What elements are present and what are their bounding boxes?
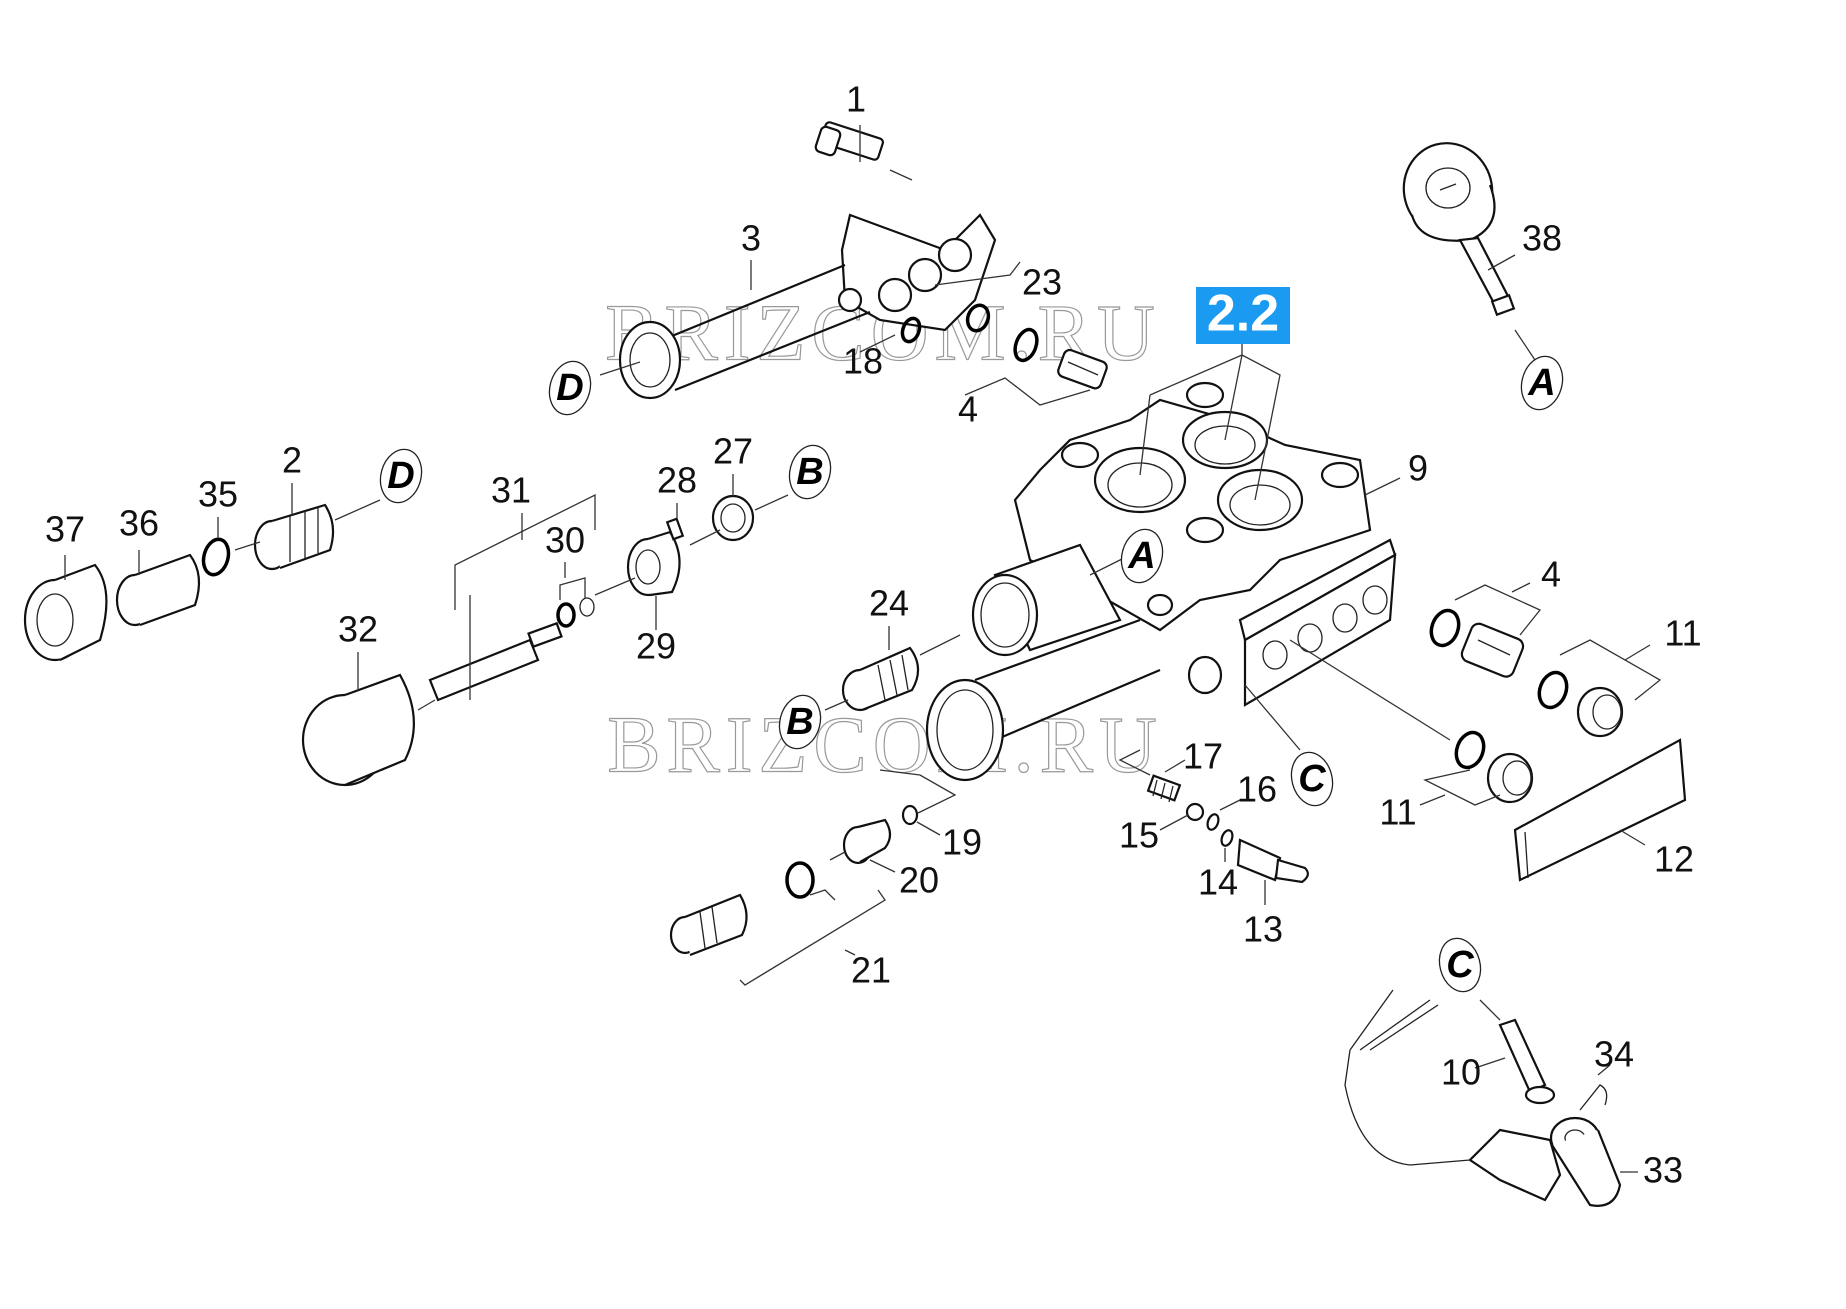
part-15-ball[interactable]	[1185, 802, 1205, 822]
part-3-manifold[interactable]	[618, 213, 997, 400]
ref-marker-c-pump: C	[1290, 751, 1334, 807]
label-part-16: 16	[1237, 769, 1277, 810]
label-part-27: 27	[713, 431, 753, 472]
part-1-bolt[interactable]	[814, 121, 884, 161]
part-36-hose-adapter[interactable]	[115, 553, 201, 627]
label-part-15: 15	[1119, 815, 1159, 856]
label-part-34: 34	[1594, 1034, 1634, 1075]
label-part-2: 2	[282, 440, 302, 481]
label-part-29: 29	[636, 626, 676, 667]
label-part-10: 10	[1441, 1052, 1481, 1093]
label-part-37: 37	[45, 509, 85, 550]
part-35-oring[interactable]	[200, 537, 232, 578]
part-4-valve-top[interactable]	[1057, 348, 1109, 390]
group-badge[interactable]: 2.2	[1196, 285, 1290, 344]
label-part-23: 23	[1022, 262, 1062, 303]
label-part-32: 32	[338, 609, 378, 650]
label-part-30: 30	[545, 520, 585, 561]
label-part-28: 28	[657, 460, 697, 501]
svg-text:B: B	[796, 451, 823, 493]
label-part-13: 13	[1243, 909, 1283, 950]
svg-text:A: A	[1527, 362, 1555, 404]
label-part-14: 14	[1198, 862, 1238, 903]
part-9-pump-head[interactable]	[925, 381, 1397, 782]
label-part-1: 1	[846, 79, 866, 120]
part-21-valve-insert[interactable]	[669, 861, 815, 957]
part-29-valve-seat[interactable]	[626, 530, 681, 597]
part-30-oring[interactable]	[556, 597, 595, 628]
part-19-oring[interactable]	[901, 804, 919, 826]
part-11-plug-lower[interactable]	[1452, 729, 1534, 804]
ref-marker-a-pump: A	[1120, 528, 1164, 584]
svg-text:D: D	[387, 455, 414, 497]
ref-marker-b-upper: B	[788, 444, 832, 500]
svg-text:B: B	[786, 701, 813, 743]
part-27-washer[interactable]	[711, 494, 755, 542]
part-37-nut[interactable]	[23, 563, 108, 662]
label-part-4-top: 4	[958, 389, 978, 430]
part-34-clip[interactable]	[1579, 1084, 1608, 1111]
label-part-4-right: 4	[1541, 554, 1561, 595]
part-2-filter[interactable]	[253, 503, 335, 571]
label-part-20: 20	[899, 860, 939, 901]
svg-text:C: C	[1446, 944, 1474, 986]
part-20-valve-cage[interactable]	[842, 818, 892, 865]
part-32-knob[interactable]	[301, 673, 415, 787]
part-4-valve-right[interactable]	[1427, 607, 1526, 679]
label-part-33: 33	[1643, 1150, 1683, 1191]
label-part-38: 38	[1522, 218, 1562, 259]
ref-marker-a-gauge: A	[1520, 355, 1564, 411]
ref-marker-d-top: D	[548, 360, 592, 416]
part-28-pin[interactable]	[665, 517, 685, 541]
svg-text:D: D	[556, 367, 583, 409]
part-12-cover-strip[interactable]	[1513, 738, 1687, 882]
svg-text:2.2: 2.2	[1207, 285, 1279, 343]
part-13-nipple[interactable]	[1236, 838, 1309, 884]
label-part-11-upper: 11	[1664, 613, 1701, 654]
watermark: BRIZCOM.RU	[607, 701, 1163, 789]
part-31-shaft[interactable]	[428, 621, 563, 702]
label-part-31: 31	[491, 470, 531, 511]
label-part-24: 24	[869, 583, 909, 624]
part-14-oring[interactable]	[1220, 829, 1235, 847]
part-17-spring[interactable]	[1146, 774, 1182, 803]
part-10-valve-pin[interactable]	[1498, 1018, 1556, 1105]
part-18-oring[interactable]	[899, 316, 922, 344]
ref-marker-b-lower: B	[778, 694, 822, 750]
label-part-12: 12	[1654, 839, 1694, 880]
part-11-plug-upper[interactable]	[1535, 669, 1624, 738]
svg-text:C: C	[1298, 758, 1326, 800]
part-38-pressure-gauge[interactable]	[1393, 133, 1516, 317]
part-16-oring[interactable]	[1206, 813, 1221, 831]
label-part-18: 18	[843, 341, 883, 382]
label-part-9: 9	[1408, 448, 1428, 489]
label-part-21: 21	[851, 950, 891, 991]
label-part-11-lower: 11	[1379, 792, 1416, 833]
label-part-35: 35	[198, 474, 238, 515]
svg-text:A: A	[1127, 535, 1155, 577]
part-23-oring[interactable]	[964, 302, 1041, 363]
label-part-36: 36	[119, 503, 159, 544]
part-33-solenoid-coil[interactable]	[1344, 989, 1622, 1207]
label-part-3: 3	[741, 218, 761, 259]
ref-marker-c-solenoid: C	[1438, 937, 1482, 993]
ref-marker-d-left: D	[379, 448, 423, 504]
label-part-17: 17	[1183, 736, 1223, 777]
label-part-19: 19	[942, 822, 982, 863]
part-24-valve[interactable]	[841, 646, 920, 712]
